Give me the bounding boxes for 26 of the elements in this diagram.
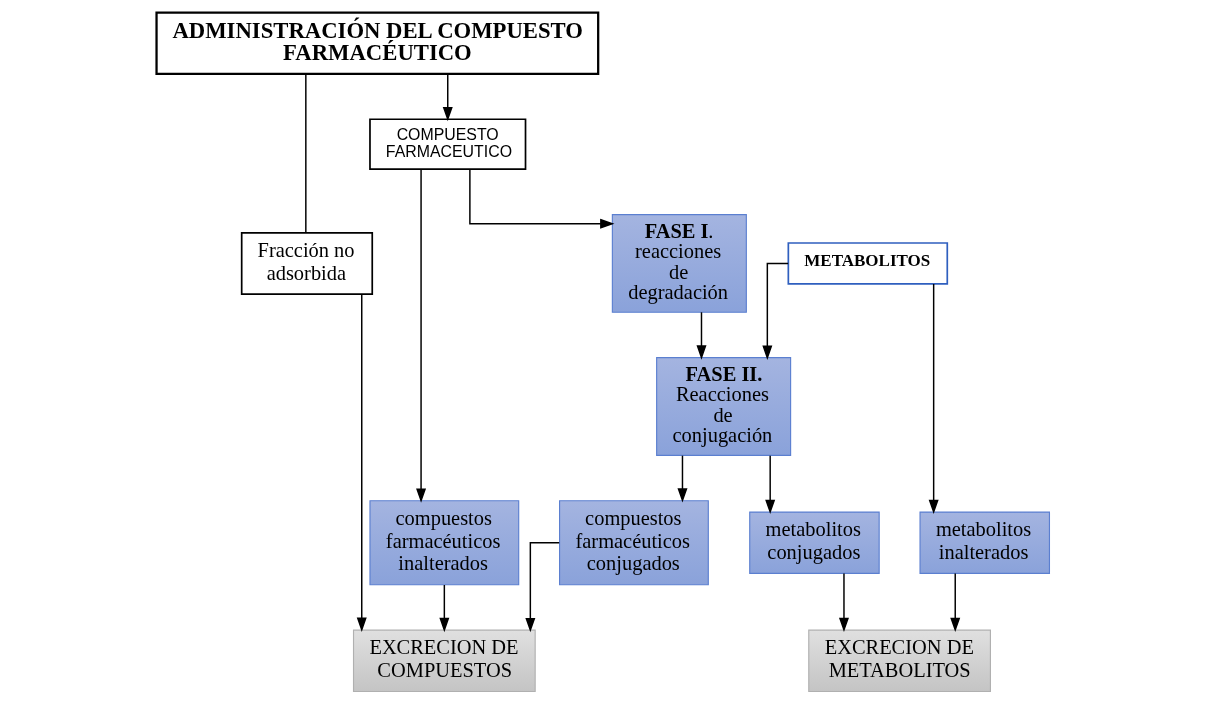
node-box: EXCRECION DE METABOLITOS (808, 629, 991, 693)
arrow (677, 454, 688, 503)
arrow (525, 542, 560, 633)
connector (305, 73, 307, 234)
node-box: metabolitos inalterados (919, 511, 1051, 574)
arrow (762, 262, 789, 360)
node-box: COMPUESTO FARMACEUTICO (369, 118, 527, 171)
node-box: FASE I. reacciones de degradación (611, 214, 747, 313)
arrow (950, 572, 961, 633)
arrow (838, 572, 849, 633)
arrow (928, 283, 939, 515)
node-box: compuestos farmacéuticos inalterados (369, 500, 520, 586)
arrow (765, 454, 776, 515)
arrow (469, 168, 615, 229)
arrow (356, 293, 367, 632)
node-box: metabolitos conjugados (749, 511, 880, 574)
arrow (416, 168, 427, 503)
node-box: Fracción no adsorbida (240, 231, 374, 295)
node-box: compuestos farmacéuticos conjugados (559, 500, 709, 586)
node-box: ADMINISTRACIÓN DEL COMPUESTO FARMACÉUTICO (155, 11, 600, 75)
arrow (439, 584, 450, 633)
arrow (696, 311, 707, 360)
node-box: METABOLITOS (787, 242, 949, 285)
node-box: EXCRECION DE COMPUESTOS (352, 629, 536, 693)
arrow (442, 73, 453, 122)
node-box: FASE II. Reacciones de conjugación (656, 357, 792, 456)
